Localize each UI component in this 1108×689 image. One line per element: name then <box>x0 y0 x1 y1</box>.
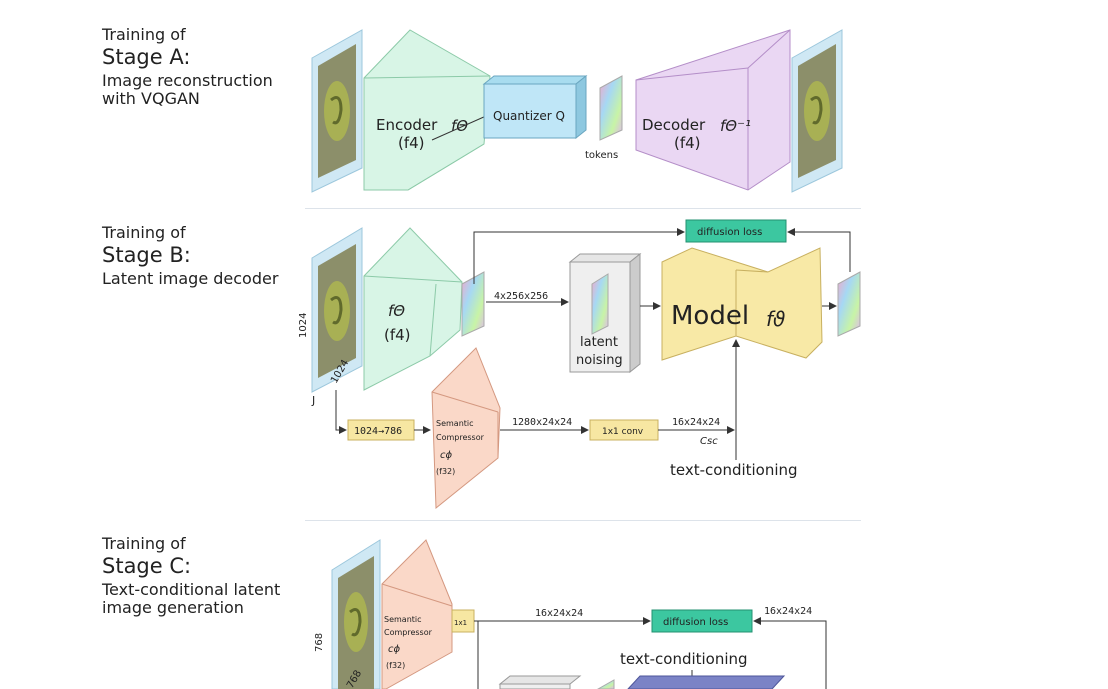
stage-c-conv-box: 1x1 <box>451 609 475 633</box>
stage-b-conv-label: 1x1 conv <box>602 427 644 437</box>
stage-b-cond-dims: 16x24x24 <box>672 417 720 428</box>
stage-a-tokens: tokens <box>585 75 623 161</box>
stage-b-diffusion-loss-box: diffusion loss <box>685 219 787 243</box>
divider-b-c <box>305 520 861 521</box>
stage-b-model-symbol: fϑ <box>766 307 785 331</box>
stage-a-decoder-symbol: fΘ⁻¹ <box>720 117 751 135</box>
stage-b-loss-arrow-right <box>787 228 851 272</box>
stage-c-noising-block <box>498 675 582 689</box>
stage-b-conv-box: 1x1 conv <box>589 419 659 441</box>
stage-a-decoder-sub: (f4) <box>674 134 701 152</box>
stage-c-title: Training of Stage C: Text-conditional la… <box>102 534 281 617</box>
stage-a-tokens-label: tokens <box>585 150 618 161</box>
stage-b-encoder-symbol: fΘ <box>388 302 405 320</box>
stage-b-resize-label: 1024→786 <box>354 426 402 437</box>
stage-c-semantic-line1: Semantic <box>384 615 422 624</box>
stage-b-input-image <box>311 227 363 393</box>
stage-c-semantic-sub: (f32) <box>386 661 405 670</box>
stage-c-dims-right: 16x24x24 <box>764 606 812 617</box>
stage-a-encoder-sub: (f4) <box>398 134 425 152</box>
stage-a-desc-line2: with VQGAN <box>102 88 200 108</box>
stage-b-model-label: Model <box>671 301 749 331</box>
stage-c-conv-label: 1x1 <box>454 619 467 627</box>
stage-b-loss-arrow-left <box>473 228 685 284</box>
stage-c-desc-line1: Text-conditional latent <box>102 579 281 599</box>
stage-a-decoder-label: Decoder <box>642 116 706 134</box>
stage-b-j-mark: J <box>311 394 315 407</box>
stage-c-stage-label: Stage C: <box>102 554 192 579</box>
stage-c-training-label: Training of <box>102 534 186 553</box>
stage-c-dim-vertical: 768 <box>314 633 325 652</box>
stage-c-diffusion-loss-label: diffusion loss <box>663 617 728 628</box>
stage-b-training-label: Training of <box>102 223 186 242</box>
stage-b-output-tokens <box>837 271 861 337</box>
stage-b-latent-noising: latent noising <box>568 252 642 374</box>
stage-a-input-image <box>311 29 363 193</box>
stage-b-csc-label: Csc <box>700 436 718 447</box>
stage-b-dim-vertical: 1024 <box>298 313 309 338</box>
stage-a-training-label: Training of <box>102 25 186 44</box>
stage-b-noising-line1: latent <box>580 335 618 350</box>
stage-a-title: Training of Stage A: Image reconstructio… <box>102 25 273 108</box>
stage-a-stage-label: Stage A: <box>102 45 191 70</box>
stage-b-resize-box: 1024→786 <box>347 419 415 441</box>
stage-b-semantic-compressor: Semantic Compressor cϕ (f32) <box>431 347 501 510</box>
stage-b-title: Training of Stage B: Latent image decode… <box>102 223 279 288</box>
divider-a-b <box>305 208 861 209</box>
stage-b-latent-tokens <box>461 271 485 337</box>
stage-a-quantizer-label: Quantizer Q <box>493 109 565 123</box>
stage-a-desc-line1: Image reconstruction <box>102 70 273 90</box>
stage-b-latent-dims: 4x256x256 <box>494 291 548 302</box>
stage-c-model-block <box>627 675 786 689</box>
stage-b-semantic-line1: Semantic <box>436 419 474 428</box>
stage-b-encoder-sub: (f4) <box>384 326 411 344</box>
stage-a-quantizer: Quantizer Q <box>482 74 588 140</box>
stage-c-input-image <box>331 539 381 689</box>
stage-a-encoder-label: Encoder <box>376 116 438 134</box>
stage-a-decoder: Decoder fΘ⁻¹ (f4) <box>635 29 791 191</box>
stage-c-semantic-line2: Compressor <box>384 628 433 637</box>
stage-b-desc-line1: Latent image decoder <box>102 268 279 288</box>
stage-b-noising-line2: noising <box>576 353 623 368</box>
stage-b-stage-label: Stage B: <box>102 243 191 268</box>
stage-a-encoder: Encoder fΘ (f4) <box>363 29 491 191</box>
stage-b-model: Model fϑ <box>661 247 823 361</box>
stage-c-tokens <box>596 679 615 689</box>
stage-c-loss-arrow-right <box>753 617 827 689</box>
stage-b-text-conditioning: text-conditioning <box>670 461 798 479</box>
stage-b-sc-dims: 1280x24x24 <box>512 417 572 428</box>
stage-c-desc-line2: image generation <box>102 597 244 617</box>
stage-c-diffusion-loss-box: diffusion loss <box>651 609 753 633</box>
stage-a-encoder-symbol: fΘ <box>451 117 468 135</box>
stage-b-semantic-line2: Compressor <box>436 433 485 442</box>
stage-b-diffusion-loss-label: diffusion loss <box>697 227 762 238</box>
stage-c-semantic-symbol: cϕ <box>388 644 400 655</box>
stage-a-output-image <box>791 29 843 193</box>
stage-b-semantic-sub: (f32) <box>436 467 455 476</box>
stage-b-encoder: fΘ (f4) <box>363 227 463 391</box>
stage-c-semantic-compressor: Semantic Compressor cϕ (f32) <box>381 539 453 689</box>
stage-c-dims-left: 16x24x24 <box>535 608 583 619</box>
stage-b-semantic-symbol: cϕ <box>440 450 452 461</box>
stage-b-arrow-to-resize <box>335 390 347 434</box>
stage-c-text-conditioning: text-conditioning <box>620 650 748 668</box>
